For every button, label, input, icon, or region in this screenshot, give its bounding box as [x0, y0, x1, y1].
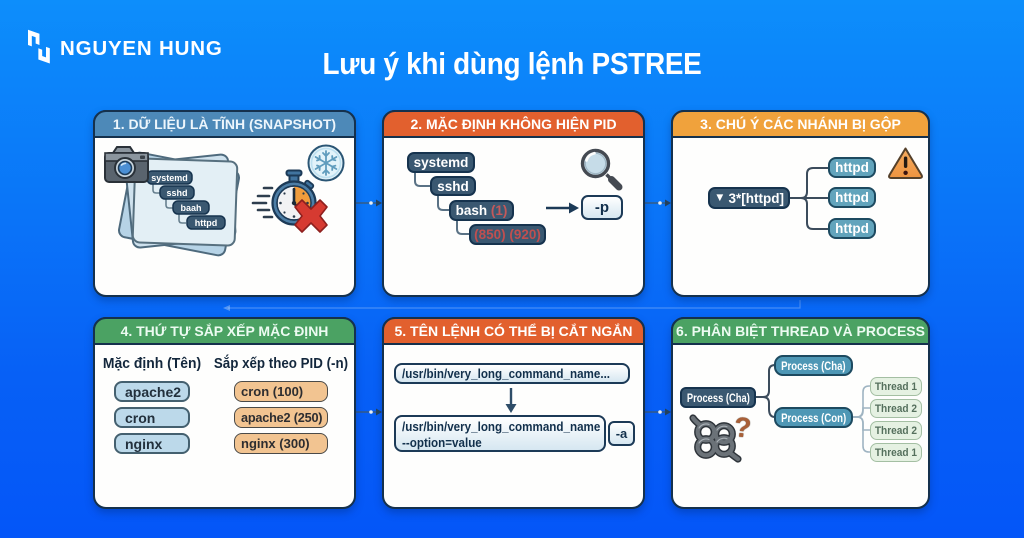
svg-text:baah: baah — [180, 203, 201, 213]
svg-text:httpd: httpd — [195, 218, 218, 228]
svg-text:systemd: systemd — [151, 173, 188, 183]
svg-text:sshd: sshd — [166, 188, 187, 198]
